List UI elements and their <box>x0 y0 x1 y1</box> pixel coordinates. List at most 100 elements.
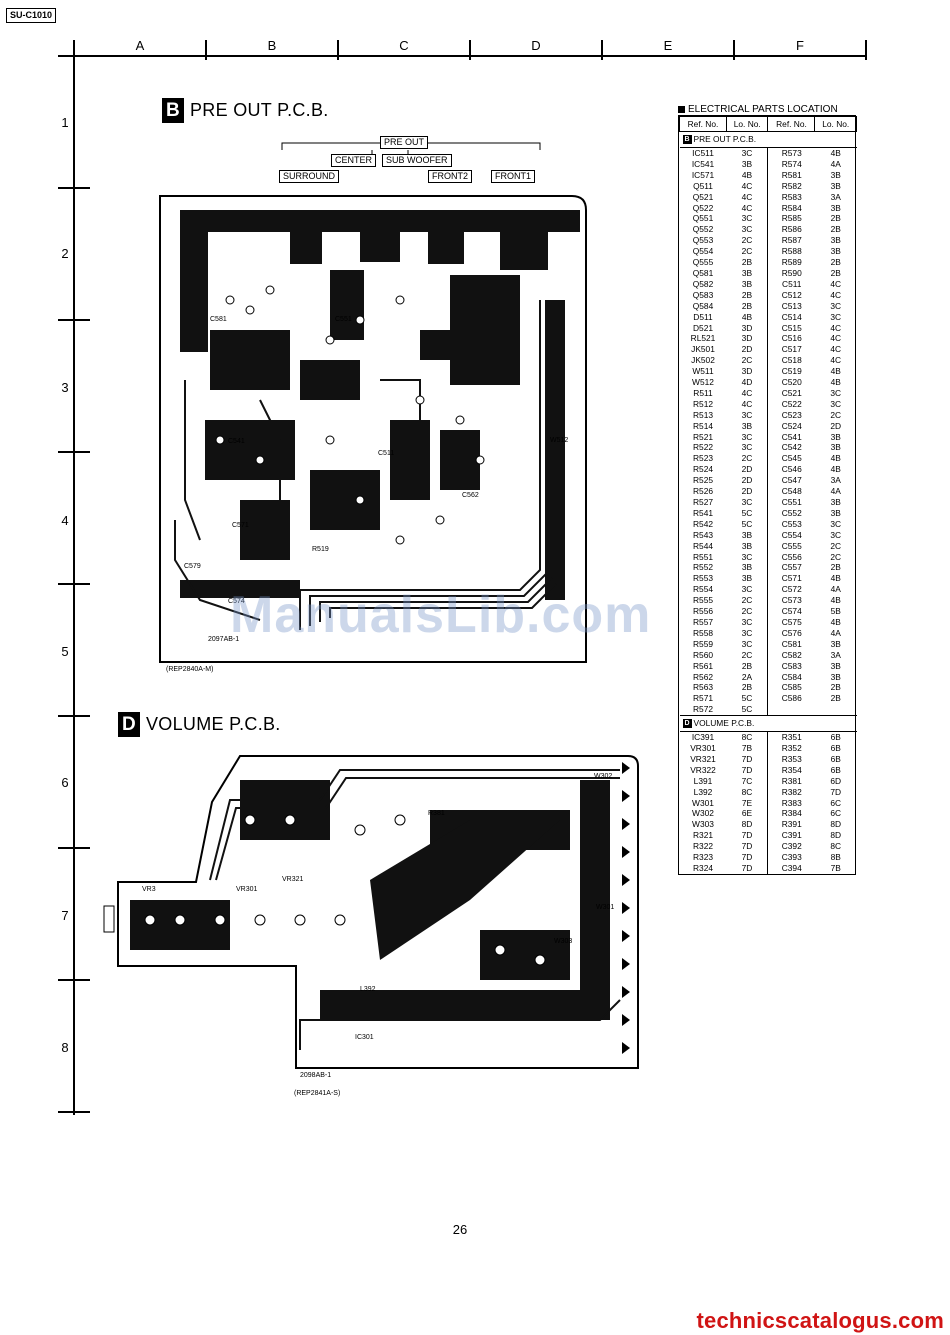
lo-no-cell: 4A <box>830 584 841 595</box>
silkscreen-label: W303 <box>554 938 573 945</box>
connector-label-front1: FRONT1 <box>491 170 535 183</box>
lo-no-cell: 4C <box>830 289 842 300</box>
lo-no-cell: 2C <box>726 649 769 661</box>
lo-no-cell: 3B <box>726 267 769 279</box>
lo-no-cell: 4B <box>830 366 841 377</box>
lo-no-cell: 2D <box>830 420 842 431</box>
lo-no-cell <box>815 704 857 715</box>
ref-no-cell: C523 <box>781 409 802 420</box>
lo-no-cell: 2C <box>726 606 769 617</box>
silkscreen-label: C571 <box>232 522 249 529</box>
ref-no-cell: C393 <box>781 852 802 863</box>
ref-no-cell: R544 <box>692 540 714 551</box>
ref-no-cell: Q552 <box>692 224 714 235</box>
lo-no-cell: 2B <box>830 257 841 268</box>
ref-no-cell: R543 <box>692 529 714 540</box>
ref-no-cell: C573 <box>781 595 802 606</box>
ref-no-cell: Q584 <box>692 300 714 311</box>
lo-no-cell: 2C <box>726 355 769 367</box>
ref-no-cell: RL521 <box>690 333 716 344</box>
lo-no-cell: 3C <box>726 497 769 508</box>
ref-no-cell: C513 <box>781 300 802 311</box>
lo-no-cell: 5C <box>726 518 769 530</box>
lo-no-cell: 7D <box>830 786 842 797</box>
ref-no-cell: R561 <box>692 660 714 671</box>
lo-no-cell: 5C <box>726 693 769 705</box>
ref-no-cell: Q554 <box>692 246 714 257</box>
ref-no-cell: C548 <box>781 486 802 497</box>
silkscreen-label: L392 <box>360 986 376 993</box>
lo-no-cell: 2C <box>726 235 769 247</box>
parts-table-header-row: Ref. No. Lo. No. Ref. No. Lo. No. <box>679 116 857 132</box>
lo-no-cell: 4C <box>726 191 769 203</box>
section-letter-badge: B <box>682 135 692 145</box>
lo-no-cell: 7B <box>726 743 769 754</box>
ref-no-cell: R522 <box>692 442 714 453</box>
lo-no-cell: 3B <box>830 169 841 180</box>
silkscreen-label: C541 <box>228 438 245 445</box>
lo-no-cell: 4B <box>726 169 769 181</box>
volume-board-drawing <box>103 755 639 1069</box>
lo-no-cell: 2B <box>726 300 769 312</box>
part-number: (REP2840A-M) <box>166 666 214 673</box>
ref-no-cell: IC391 <box>691 732 715 743</box>
ref-no-cell: VR301 <box>690 743 716 754</box>
ref-no-cell: R391 <box>781 819 802 830</box>
ref-no-cell: C392 <box>781 841 802 852</box>
ref-no-cell: C553 <box>781 518 802 529</box>
ref-no-cell: C511 <box>782 278 802 289</box>
lo-no-cell: 3B <box>726 158 769 170</box>
lo-no-cell: 8C <box>726 786 769 798</box>
ref-no-cell: C520 <box>781 377 802 388</box>
ref-no-cell: W512 <box>692 377 714 388</box>
ref-no-cell: Q582 <box>692 278 714 289</box>
lo-no-cell: 6C <box>830 797 842 808</box>
parts-location-title-text: ELECTRICAL PARTS LOCATION <box>688 104 838 115</box>
ref-no-cell: C551 <box>781 497 802 507</box>
ref-no-cell: R556 <box>692 606 714 617</box>
ref-no-cell: W302 <box>692 808 714 819</box>
connector-label-front2: FRONT2 <box>428 170 472 183</box>
ref-no-cell: IC571 <box>691 169 715 180</box>
row-number: 5 <box>61 644 69 659</box>
ref-no-cell: Q551 <box>692 213 714 224</box>
parts-location-title: ELECTRICAL PARTS LOCATION <box>678 104 856 115</box>
lo-no-cell: 6B <box>830 764 841 775</box>
ref-no-cell: R558 <box>692 627 714 638</box>
ref-no-cell: R557 <box>692 616 714 627</box>
lo-no-cell: 6C <box>830 808 842 819</box>
ref-no-cell: R581 <box>781 169 802 180</box>
brand-url: technicscatalogus.com <box>696 1308 944 1333</box>
silkscreen-label: C579 <box>184 563 201 570</box>
ref-no-cell: R563 <box>692 682 714 693</box>
ref-no-cell: C583 <box>781 660 802 671</box>
silkscreen-label: C574 <box>228 598 245 605</box>
lo-no-cell: 2B <box>830 682 841 693</box>
lo-no-cell: 2D <box>726 464 769 476</box>
lo-no-cell: 7D <box>726 830 769 842</box>
ref-no-cell: C572 <box>781 584 802 595</box>
lo-no-cell: 3C <box>830 387 842 398</box>
ref-no-cell: Q555 <box>692 257 714 268</box>
ref-no-cell <box>768 704 815 715</box>
ref-no-cell: R525 <box>692 475 714 486</box>
lo-no-cell: 3B <box>726 278 769 290</box>
